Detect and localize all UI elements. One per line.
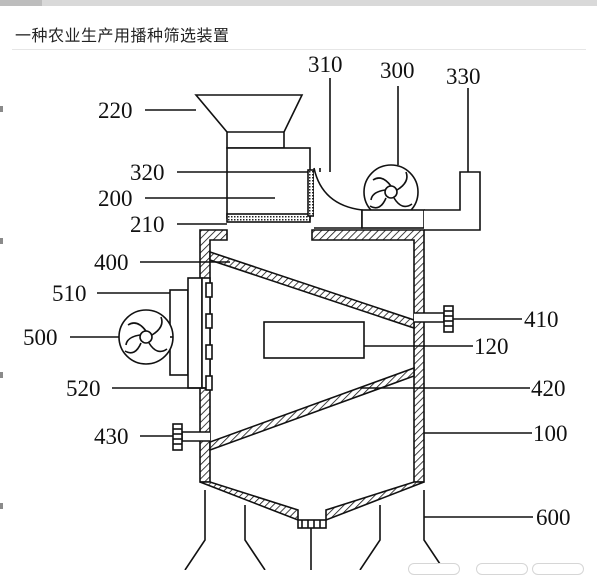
label-200: 200	[98, 186, 133, 211]
toolbar-pill[interactable]	[532, 563, 584, 575]
label-120: 120	[474, 334, 509, 359]
label-500: 500	[23, 325, 58, 350]
label-400: 400	[94, 250, 129, 275]
controller-box	[263, 321, 365, 359]
side-outlet-left	[181, 431, 210, 442]
figure-title: 一种农业生产用播种筛选装置	[15, 26, 230, 45]
toolbar-pill[interactable]	[476, 563, 528, 575]
window-top-strip	[0, 0, 597, 6]
hopper-funnel	[194, 94, 304, 149]
label-330: 330	[446, 64, 481, 89]
bottom-outlet	[297, 519, 327, 529]
label-420: 420	[531, 376, 566, 401]
nozzle	[205, 313, 213, 329]
label-430: 430	[94, 424, 129, 449]
nozzle	[205, 375, 213, 391]
feed-box	[226, 147, 311, 219]
label-300: 300	[380, 58, 415, 83]
screen-mesh	[226, 213, 311, 223]
air-inlet-grille	[307, 169, 315, 217]
label-600: 600	[536, 505, 571, 530]
lower-screen-plate	[209, 366, 415, 452]
upper-screen-plate	[209, 250, 415, 330]
nozzle	[205, 282, 213, 298]
fan-base	[361, 209, 425, 229]
left-edge-mark	[0, 372, 3, 378]
side-fan-housing	[118, 309, 174, 365]
label-520: 520	[66, 376, 101, 401]
window-top-accent	[0, 0, 42, 6]
title-divider	[12, 49, 586, 50]
toolbar-pill[interactable]	[408, 563, 460, 575]
left-edge-mark	[0, 503, 3, 509]
label-310: 310	[308, 52, 343, 77]
air-distributor	[187, 277, 203, 389]
left-edge-mark	[0, 106, 3, 112]
bottom-cone	[199, 481, 299, 522]
label-510: 510	[52, 281, 87, 306]
label-220: 220	[98, 98, 133, 123]
side-outlet-right	[414, 312, 445, 323]
support-leg-left	[184, 490, 206, 570]
label-100: 100	[533, 421, 568, 446]
left-edge-mark	[0, 238, 3, 244]
support-leg-right	[359, 505, 381, 570]
air-duct	[313, 167, 363, 229]
nozzle	[205, 344, 213, 360]
label-210: 210	[130, 212, 165, 237]
label-410: 410	[524, 307, 559, 332]
exhaust-pipe	[424, 171, 481, 231]
label-320: 320	[130, 160, 165, 185]
